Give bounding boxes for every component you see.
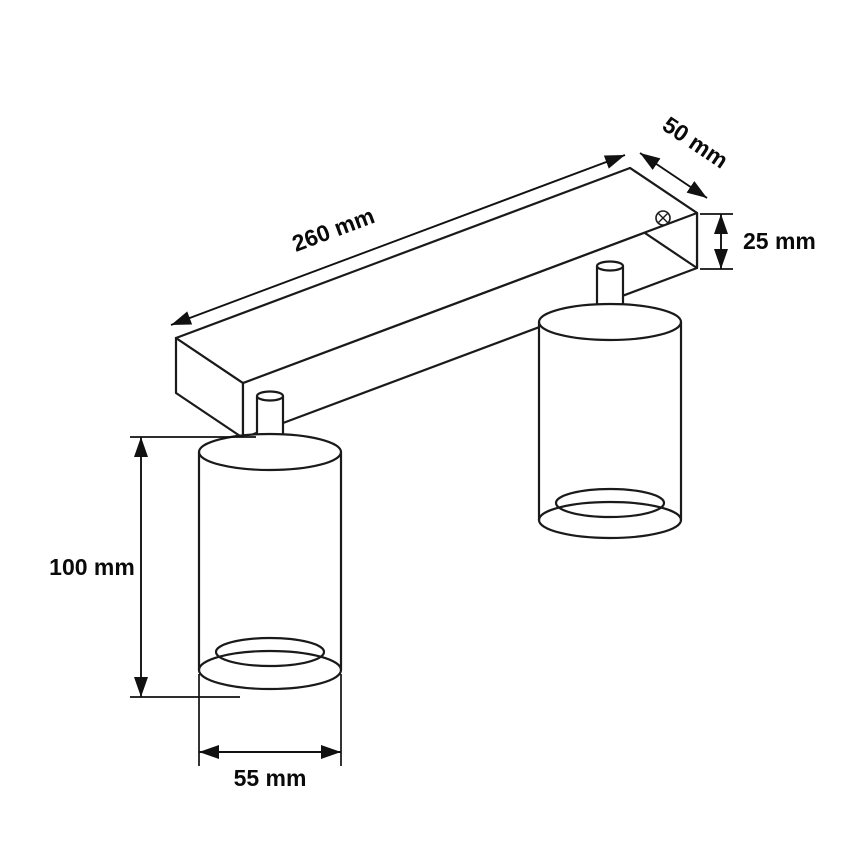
left-stem-top bbox=[255, 390, 285, 402]
right-cylinder-top bbox=[537, 302, 683, 342]
right-cylinder-fill bbox=[539, 322, 681, 520]
dim-25-label: 25 mm bbox=[743, 228, 816, 254]
dimension-spot-height: 100 mm bbox=[49, 436, 256, 698]
dim-260-line bbox=[170, 154, 626, 326]
left-cylinder-top bbox=[197, 432, 343, 472]
right-stem-top bbox=[595, 260, 625, 272]
left-spotlight bbox=[197, 390, 343, 691]
dim-55-label: 55 mm bbox=[234, 765, 307, 791]
right-cylinder-bore bbox=[554, 487, 666, 519]
screw-icon bbox=[655, 210, 671, 226]
dimension-spot-diameter: 55 mm bbox=[198, 674, 342, 791]
dimension-bar-height: 25 mm bbox=[700, 213, 816, 270]
dim-50-label: 50 mm bbox=[658, 111, 733, 173]
dim-100-label: 100 mm bbox=[49, 554, 135, 580]
left-cylinder-bore bbox=[214, 636, 326, 668]
left-cylinder-fill bbox=[199, 452, 341, 670]
dim-260-label: 260 mm bbox=[289, 202, 378, 256]
dim-50-line bbox=[639, 152, 708, 199]
